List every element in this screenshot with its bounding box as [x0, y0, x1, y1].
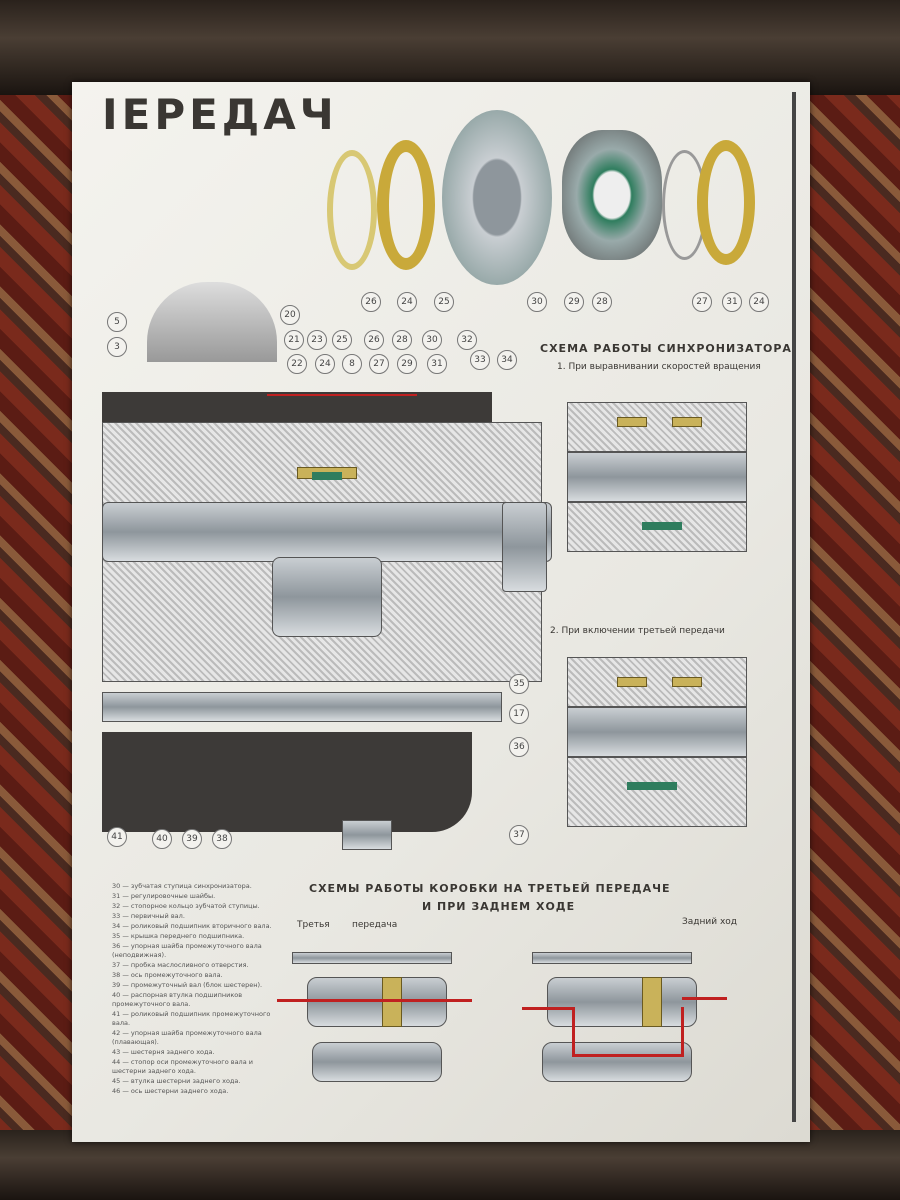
callout: 30 [422, 330, 442, 350]
third-gear-label-a: Третья [297, 920, 330, 930]
poster: ІЕРЕДАЧ 26 24 25 30 29 28 27 31 24 5 3 2… [72, 82, 810, 1142]
callout: 35 [509, 674, 529, 694]
legend-item: 33 — первичный вал. [112, 912, 185, 920]
callout: 31 [427, 354, 447, 374]
top-roller [0, 0, 900, 95]
callout: 36 [509, 737, 529, 757]
callout: 5 [107, 312, 127, 332]
callout: 21 [284, 330, 304, 350]
callout: 29 [564, 292, 584, 312]
callout: 3 [107, 337, 127, 357]
synchro-hub [562, 130, 662, 260]
legend-item: 30 — зубчатая ступица синхронизатора. [112, 882, 252, 890]
callout: 26 [364, 330, 384, 350]
callout: 20 [280, 305, 300, 325]
synchro-ring-2 [697, 140, 755, 265]
border-line [792, 92, 796, 1122]
third-gear-label-b: передача [352, 920, 398, 930]
callout: 24 [749, 292, 769, 312]
legend-item: 44 — стопор оси промежуточного вала и ше… [112, 1058, 253, 1075]
callout: 27 [692, 292, 712, 312]
callout: 24 [397, 292, 417, 312]
legend-item: 32 — стопорное кольцо зубчатой ступицы. [112, 902, 260, 910]
callout: 28 [592, 292, 612, 312]
synchronizer-sleeve [272, 557, 382, 637]
callout: 28 [392, 330, 412, 350]
input-shaft-end [502, 502, 547, 592]
callout: 27 [369, 354, 389, 374]
synchro-heading: СХЕМА РАБОТЫ СИНХРОНИЗАТОРА [540, 342, 792, 355]
parts-legend: 30 — зубчатая ступица синхронизатора. 31… [112, 882, 282, 1097]
legend-item: 46 — ось шестерни заднего хода. [112, 1087, 229, 1095]
callout: 23 [307, 330, 327, 350]
callout: 25 [332, 330, 352, 350]
callout: 37 [509, 825, 529, 845]
callout: 8 [342, 354, 362, 374]
callout: 31 [722, 292, 742, 312]
synchro-ring [377, 140, 435, 270]
schemes-heading-1: СХЕМЫ РАБОТЫ КОРОБКИ НА ТРЕТЬЕЙ ПЕРЕДАЧЕ [309, 882, 671, 895]
callout: 40 [152, 829, 172, 849]
callout: 32 [457, 330, 477, 350]
legend-item: 39 — промежуточный вал (блок шестерен). [112, 981, 263, 989]
callout: 39 [182, 829, 202, 849]
legend-item: 35 — крышка переднего подшипника. [112, 932, 245, 940]
drain-plug [342, 820, 392, 850]
legend-item: 40 — распорная втулка подшипников промеж… [112, 991, 243, 1008]
legend-item: 37 — пробка маслосливного отверстия. [112, 961, 249, 969]
schemes-heading-2: И ПРИ ЗАДНЕМ ХОДЕ [422, 900, 576, 913]
synchro-step-1: 1. При выравнивании скоростей вращения [557, 362, 761, 372]
callout: 38 [212, 829, 232, 849]
legend-item: 34 — роликовый подшипник вторичного вала… [112, 922, 272, 930]
countershaft [102, 692, 502, 722]
callout: 33 [470, 350, 490, 370]
gear-hub [442, 110, 552, 285]
callout: 29 [397, 354, 417, 374]
legend-item: 41 — роликовый подшипник промежуточного … [112, 1010, 271, 1027]
legend-item: 42 — упорная шайба промежуточного вала (… [112, 1029, 262, 1046]
callout: 17 [509, 704, 529, 724]
callout: 30 [527, 292, 547, 312]
main-shaft [102, 502, 552, 562]
poster-title: ІЕРЕДАЧ [102, 90, 338, 139]
reverse-label: Задний ход [682, 917, 738, 927]
legend-item: 38 — ось промежуточного вала. [112, 971, 223, 979]
shift-cap [147, 282, 277, 362]
legend-item: 45 — втулка шестерни заднего хода. [112, 1077, 241, 1085]
legend-item: 31 — регулировочные шайбы. [112, 892, 216, 900]
legend-item: 43 — шестерня заднего хода. [112, 1048, 215, 1056]
callout: 26 [361, 292, 381, 312]
callout: 41 [107, 827, 127, 847]
callout: 34 [497, 350, 517, 370]
blocking-ring [327, 150, 377, 270]
callout: 24 [315, 354, 335, 374]
synchro-step-2: 2. При включении третьей передачи [550, 626, 725, 636]
callout: 22 [287, 354, 307, 374]
callout: 25 [434, 292, 454, 312]
legend-item: 36 — упорная шайба промежуточного вала (… [112, 942, 262, 959]
